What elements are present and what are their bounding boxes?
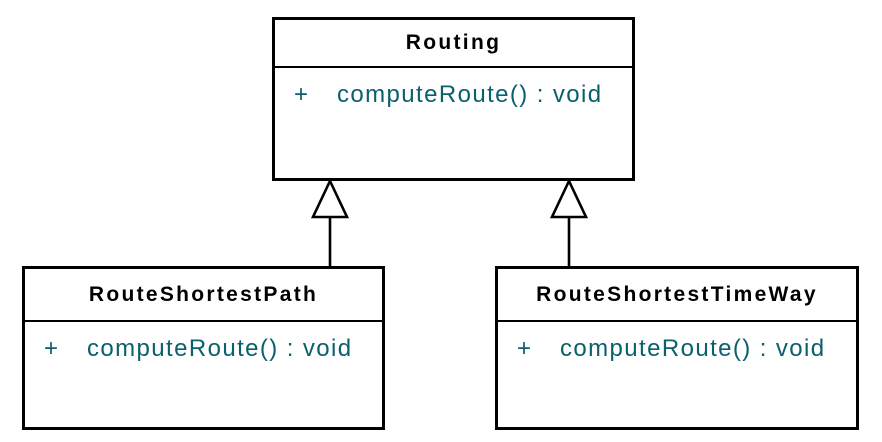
- class-name: Routing: [275, 20, 632, 68]
- method-signature: computeRoute() : void: [87, 335, 353, 362]
- class-name: RouteShortestTimeWay: [498, 269, 856, 322]
- method-row: + computeRoute() : void: [498, 335, 856, 363]
- method-visibility: +: [517, 335, 533, 362]
- method-signature: computeRoute() : void: [560, 335, 826, 362]
- hollow-triangle-arrowhead: [310, 177, 350, 219]
- method-signature: computeRoute() : void: [337, 81, 603, 108]
- method-row: + computeRoute() : void: [25, 335, 382, 363]
- class-methods-compartment: + computeRoute() : void: [498, 335, 856, 363]
- hollow-triangle-arrowhead: [549, 177, 589, 219]
- method-visibility: +: [294, 81, 310, 108]
- class-name: RouteShortestPath: [25, 269, 382, 322]
- method-visibility: +: [44, 335, 60, 362]
- generalization-arrow-routeshortestpath-to-routing: [310, 177, 350, 267]
- class-box-routing: Routing + computeRoute() : void: [272, 17, 635, 181]
- class-box-routeshortesttimeway: RouteShortestTimeWay + computeRoute() : …: [495, 266, 859, 430]
- class-methods-compartment: + computeRoute() : void: [25, 335, 382, 363]
- class-methods-compartment: + computeRoute() : void: [275, 81, 632, 109]
- generalization-arrow-routeshortesttimeway-to-routing: [549, 177, 589, 267]
- method-row: + computeRoute() : void: [275, 81, 632, 109]
- class-box-routeshortestpath: RouteShortestPath + computeRoute() : voi…: [22, 266, 385, 430]
